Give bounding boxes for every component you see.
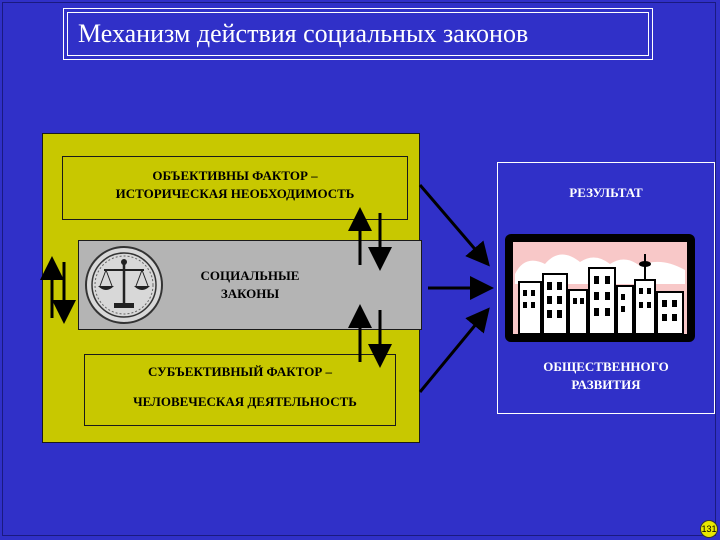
subjective-factor-line2: ЧЕЛОВЕЧЕСКАЯ ДЕЯТЕЛЬНОСТЬ [133,394,357,409]
social-laws-line1: СОЦИАЛЬНЫЕ [200,268,300,283]
page-number-badge: 131 [700,520,718,538]
social-development-label: ОБЩЕСТВЕННОГО РАЗВИТИЯ [497,358,715,394]
subjective-factor-line1: СУБЪЕКТИВНЫЙ ФАКТОР – [147,364,333,379]
slide-title: Механизм действия социальных законов [63,8,653,60]
result-panel [497,162,715,414]
subjective-factor-box [84,354,396,426]
development-line2: РАЗВИТИЯ [571,377,641,392]
social-laws-line2: ЗАКОНЫ [220,286,280,301]
social-laws-label: СОЦИАЛЬНЫЕ ЗАКОНЫ [180,267,320,303]
objective-factor-line2: ИСТОРИЧЕСКАЯ НЕОБХОДИМОСТЬ [115,186,355,201]
development-line1: ОБЩЕСТВЕННОГО [543,359,669,374]
result-label: РЕЗУЛЬТАТ [569,185,643,200]
objective-factor-line1: ОБЪЕКТИВНЫ ФАКТОР – [152,168,318,183]
city-skyline-icon [505,234,695,342]
objective-factor-box: ОБЪЕКТИВНЫ ФАКТОР – ИСТОРИЧЕСКАЯ НЕОБХОД… [62,156,408,220]
